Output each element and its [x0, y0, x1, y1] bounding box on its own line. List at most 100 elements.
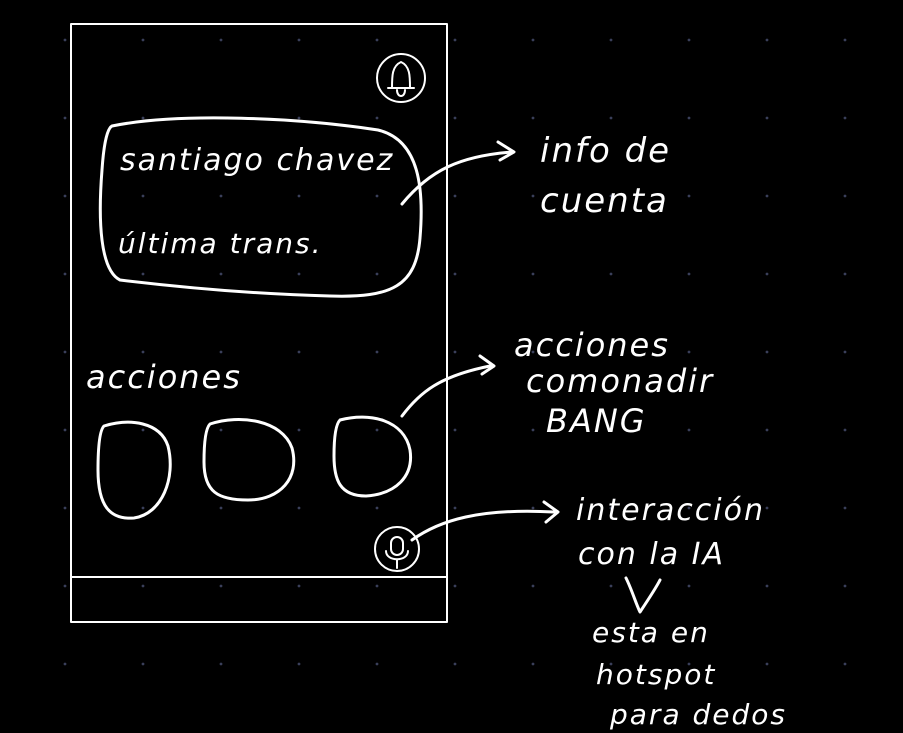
- grid-dot: [687, 194, 691, 198]
- grid-dot: [531, 506, 535, 510]
- svg-text:hotspot: hotspot: [596, 658, 716, 691]
- account-card[interactable]: santiago chavez última trans.: [98, 116, 423, 298]
- grid-dot: [297, 662, 301, 666]
- grid-dot: [63, 584, 67, 588]
- grid-dot: [531, 272, 535, 276]
- svg-text:con la IA: con la IA: [578, 537, 725, 572]
- grid-dot: [609, 350, 613, 354]
- grid-dot: [453, 428, 457, 432]
- annotation-ai-subnote: esta en hotspot para dedos: [592, 616, 787, 731]
- grid-dot: [453, 584, 457, 588]
- grid-dot: [609, 272, 613, 276]
- action-button-3[interactable]: [332, 415, 413, 498]
- grid-dot: [843, 506, 847, 510]
- grid-dot: [843, 662, 847, 666]
- grid-dot: [453, 662, 457, 666]
- grid-dot: [609, 116, 613, 120]
- grid-dot: [63, 116, 67, 120]
- grid-dot: [375, 428, 379, 432]
- grid-dot: [63, 662, 67, 666]
- grid-dot: [63, 428, 67, 432]
- svg-text:info de: info de: [540, 131, 671, 171]
- grid-dot: [141, 38, 145, 42]
- annotation-actions-note: acciones comonadir BANG: [514, 326, 714, 440]
- grid-dot: [765, 116, 769, 120]
- grid-dot: [531, 662, 535, 666]
- grid-dot: [297, 38, 301, 42]
- action-button-1[interactable]: [96, 420, 172, 520]
- annotation-ai-note: interacción con la IA: [576, 493, 763, 572]
- grid-dot: [843, 584, 847, 588]
- grid-dot: [843, 116, 847, 120]
- svg-text:para dedos: para dedos: [609, 698, 787, 731]
- grid-dot: [219, 272, 223, 276]
- grid-dot: [765, 428, 769, 432]
- arrow-account-info: [400, 140, 516, 206]
- grid-dot: [609, 38, 613, 42]
- arrow-actions-note: [400, 354, 496, 418]
- account-name: santiago chavez: [120, 143, 394, 178]
- grid-dot: [765, 662, 769, 666]
- grid-dot: [141, 194, 145, 198]
- grid-dot: [843, 272, 847, 276]
- grid-dot: [219, 38, 223, 42]
- grid-dot: [375, 194, 379, 198]
- grid-dot: [453, 272, 457, 276]
- grid-dot: [765, 506, 769, 510]
- grid-dot: [219, 350, 223, 354]
- grid-dot: [453, 38, 457, 42]
- grid-dot: [63, 194, 67, 198]
- grid-dot: [375, 584, 379, 588]
- grid-dot: [219, 194, 223, 198]
- grid-dot: [687, 662, 691, 666]
- grid-dot: [297, 116, 301, 120]
- grid-dot: [63, 350, 67, 354]
- grid-dot: [141, 272, 145, 276]
- grid-dot: [219, 662, 223, 666]
- grid-dot: [843, 350, 847, 354]
- grid-dot: [531, 116, 535, 120]
- grid-dot: [141, 350, 145, 354]
- grid-dot: [531, 428, 535, 432]
- grid-dot: [609, 194, 613, 198]
- grid-dot: [219, 428, 223, 432]
- chevron-down-mark: [624, 576, 662, 614]
- grid-dot: [63, 272, 67, 276]
- bell-icon[interactable]: [376, 53, 426, 103]
- grid-dot: [297, 272, 301, 276]
- actions-heading: acciones: [86, 358, 242, 396]
- grid-dot: [375, 272, 379, 276]
- svg-text:BANG: BANG: [546, 402, 647, 440]
- grid-dot: [531, 38, 535, 42]
- bottom-nav-bar[interactable]: [73, 579, 445, 620]
- grid-dot: [531, 350, 535, 354]
- action-button-2[interactable]: [202, 418, 296, 502]
- grid-dot: [609, 584, 613, 588]
- grid-dot: [297, 350, 301, 354]
- grid-dot: [765, 272, 769, 276]
- grid-dot: [609, 428, 613, 432]
- grid-dot: [687, 350, 691, 354]
- svg-text:comonadir: comonadir: [526, 362, 714, 400]
- grid-dot: [141, 584, 145, 588]
- arrow-ai-note: [410, 500, 560, 542]
- svg-text:esta en: esta en: [592, 616, 710, 649]
- grid-dot: [141, 662, 145, 666]
- grid-dot: [375, 350, 379, 354]
- grid-dot: [219, 584, 223, 588]
- grid-dot: [765, 194, 769, 198]
- grid-dot: [687, 428, 691, 432]
- grid-dot: [687, 38, 691, 42]
- grid-dot: [375, 662, 379, 666]
- grid-dot: [765, 584, 769, 588]
- grid-dot: [687, 272, 691, 276]
- grid-dot: [453, 350, 457, 354]
- grid-dot: [375, 506, 379, 510]
- grid-dot: [687, 116, 691, 120]
- grid-dot: [687, 506, 691, 510]
- grid-dot: [531, 194, 535, 198]
- svg-text:cuenta: cuenta: [540, 181, 669, 221]
- microphone-icon[interactable]: [374, 526, 420, 572]
- last-transaction: última trans.: [118, 227, 323, 260]
